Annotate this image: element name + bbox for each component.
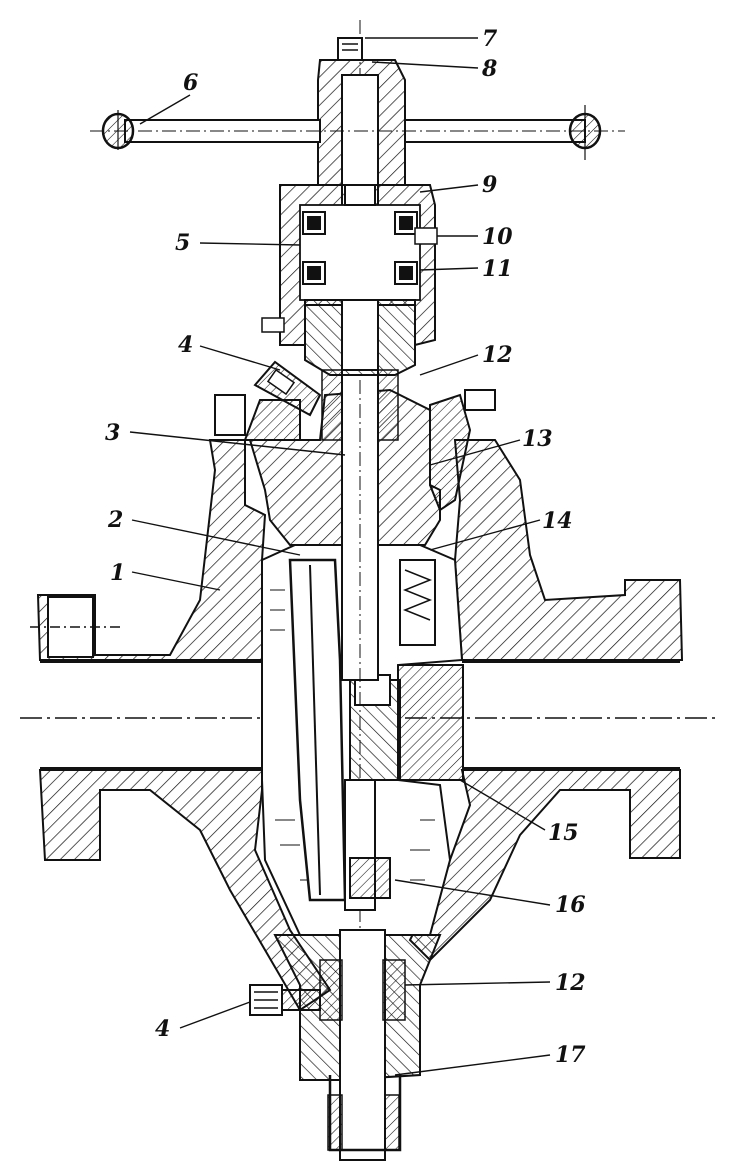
label-5: 5 bbox=[175, 230, 190, 256]
label-12-bottom: 12 bbox=[555, 970, 586, 996]
grease-fitting-bottom-4 bbox=[249, 984, 321, 1016]
label-10: 10 bbox=[482, 224, 513, 250]
lower-packing-12 bbox=[319, 959, 406, 1021]
label-1: 1 bbox=[110, 560, 125, 586]
label-17: 17 bbox=[555, 1042, 586, 1068]
label-7: 7 bbox=[482, 26, 498, 52]
bearings bbox=[302, 211, 418, 285]
label-14: 14 bbox=[542, 508, 573, 534]
label-9: 9 bbox=[482, 172, 497, 198]
label-13: 13 bbox=[522, 426, 553, 452]
seat-right-15 bbox=[397, 664, 464, 781]
label-16: 16 bbox=[555, 892, 586, 918]
upper-packing-12 bbox=[321, 369, 399, 441]
top-nut-7 bbox=[337, 37, 363, 61]
label-8: 8 bbox=[481, 56, 497, 82]
label-11: 11 bbox=[482, 256, 513, 282]
label-2: 2 bbox=[107, 507, 123, 533]
leader-lines bbox=[129, 37, 551, 1076]
label-6: 6 bbox=[183, 70, 198, 96]
label-4-top: 4 bbox=[178, 332, 193, 358]
label-4-bottom: 4 bbox=[155, 1016, 170, 1042]
label-15: 15 bbox=[548, 820, 579, 846]
spring-14 bbox=[399, 559, 436, 646]
handle-bar-6 bbox=[90, 105, 625, 160]
grease-fitting-top-4 bbox=[253, 360, 322, 417]
label-3: 3 bbox=[105, 420, 120, 446]
label-12-top: 12 bbox=[482, 342, 513, 368]
